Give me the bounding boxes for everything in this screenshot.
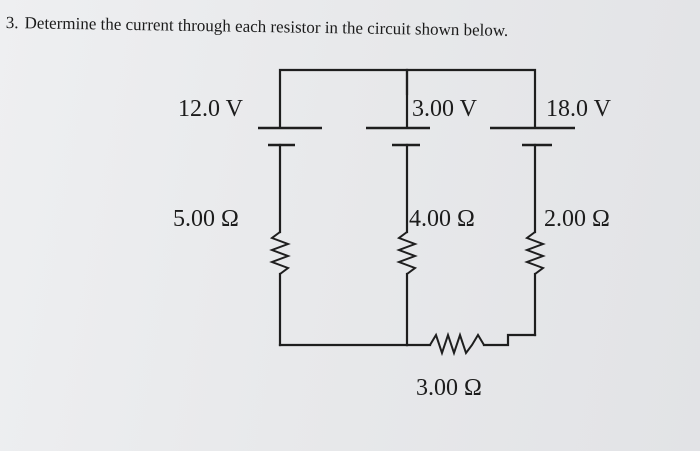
- resistor-5ohm: [269, 231, 291, 275]
- bottom-wire-right: [482, 333, 537, 347]
- resistor-5ohm-label: 5.00 Ω: [173, 206, 239, 232]
- battery-3v-label: 3.00 V: [412, 96, 478, 122]
- battery-12v: [258, 126, 322, 147]
- resistor-4ohm-label: 4.00 Ω: [409, 206, 475, 232]
- battery-12v-label: 12.0 V: [178, 96, 244, 122]
- resistor-2ohm: [524, 231, 546, 275]
- top-wire-left: [278, 68, 409, 128]
- resistor-3ohm-label: 3.00 Ω: [416, 375, 482, 401]
- top-wire-right: [405, 68, 537, 128]
- resistor-4ohm: [396, 231, 418, 275]
- battery-18v-label: 18.0 V: [546, 96, 612, 122]
- battery-18v: [490, 126, 575, 147]
- battery-3v: [366, 126, 430, 147]
- resistor-2ohm-label: 2.00 Ω: [544, 206, 610, 232]
- resistor-3ohm: [429, 331, 485, 357]
